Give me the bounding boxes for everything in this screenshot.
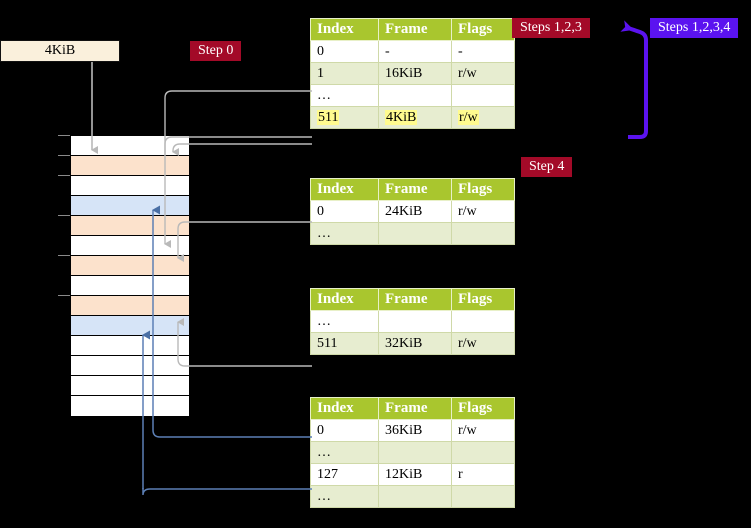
memory-row: [71, 296, 189, 316]
wire-t1-511-to-memory: [172, 143, 312, 156]
cell-index: 0: [310, 200, 379, 223]
badge-steps-1-2-3-4: Steps 1,2,3,4: [650, 18, 739, 38]
highlighted-value: 511: [317, 109, 340, 125]
memory-row: [71, 276, 189, 296]
cell-frame: 32KiB: [378, 332, 452, 355]
table-header-flags: Flags: [451, 178, 515, 201]
cell-flags: r/w: [451, 332, 515, 355]
memory-row: [71, 236, 189, 256]
table-row: …: [310, 84, 515, 107]
table-header-frame: Frame: [378, 397, 452, 420]
cell-frame: 12KiB: [378, 463, 452, 486]
table-header-index: Index: [310, 288, 379, 311]
badge-steps-1-2-3: Steps 1,2,3: [512, 18, 590, 38]
cell-frame: [378, 310, 452, 333]
cell-index: …: [310, 222, 379, 245]
memory-row: [71, 136, 189, 156]
cell-index: 0: [310, 40, 379, 63]
cell-flags: -: [451, 40, 515, 63]
cell-frame: [378, 222, 452, 245]
cell-frame: [378, 441, 452, 464]
wire-mem-to-t4-127-line: [142, 488, 312, 496]
memory-row: [71, 396, 189, 416]
table-row: …: [310, 222, 515, 245]
badge-step-0: Step 0: [190, 41, 242, 61]
highlighted-value: 4KiB: [385, 109, 418, 125]
memory-tick: [58, 215, 70, 216]
table-header-index: Index: [310, 397, 379, 420]
cell-frame: [378, 485, 452, 508]
table-row: …: [310, 310, 515, 333]
cell-flags: r/w: [451, 200, 515, 223]
cell-flags: r/w: [451, 419, 515, 442]
cell-frame: 16KiB: [378, 62, 452, 85]
cell-flags: r/w: [451, 62, 515, 85]
table-row: …: [310, 441, 515, 464]
table-header-flags: Flags: [451, 397, 515, 420]
table-row: 511 4KiB r/w: [310, 106, 515, 129]
memory-row: [71, 356, 189, 376]
memory-tick: [58, 175, 70, 176]
memory-row: [71, 376, 189, 396]
memory-row: [71, 216, 189, 236]
cell-frame: [378, 84, 452, 107]
cell-index: 511: [310, 332, 379, 355]
cell-flags: [451, 485, 515, 508]
memory-tick: [58, 155, 70, 156]
cell-index: 511: [310, 106, 379, 129]
cell-frame: 36KiB: [378, 419, 452, 442]
table-header-frame: Frame: [378, 288, 452, 311]
cell-index: 1: [310, 62, 379, 85]
badge-step-4: Step 4: [521, 157, 573, 177]
cell-index: …: [310, 84, 379, 107]
cell-flags: r/w: [451, 106, 515, 129]
cell-index: 127: [310, 463, 379, 486]
wire-purple-bracket: [620, 20, 648, 139]
cell-index: …: [310, 485, 379, 508]
memory-tick: [58, 135, 70, 136]
table-row: 0--: [310, 40, 515, 63]
memory-row: [71, 176, 189, 196]
memory-row: [71, 316, 189, 336]
memory-tick: [58, 255, 70, 256]
cell-index: …: [310, 441, 379, 464]
memory-row: [71, 196, 189, 216]
memory-row: [71, 256, 189, 276]
wire-t2-row0-to-memory: [177, 221, 312, 262]
memory-row: [71, 336, 189, 356]
cell-frame: 24KiB: [378, 200, 452, 223]
table-header-index: Index: [310, 18, 379, 41]
memory-bar-4kib: 4KiB: [0, 40, 120, 62]
cell-flags: [451, 84, 515, 107]
physical-memory-column: [70, 135, 190, 416]
table-header-frame: Frame: [378, 18, 452, 41]
cell-flags: [451, 222, 515, 245]
table-header-flags: Flags: [451, 288, 515, 311]
cell-index: 0: [310, 419, 379, 442]
cell-flags: [451, 441, 515, 464]
highlighted-value: r/w: [458, 109, 479, 125]
table-header-flags: Flags: [451, 18, 515, 41]
cell-flags: r: [451, 463, 515, 486]
memory-row: [71, 156, 189, 176]
cell-flags: [451, 310, 515, 333]
table-header-index: Index: [310, 178, 379, 201]
cell-frame: 4KiB: [378, 106, 452, 129]
memory-tick: [58, 295, 70, 296]
memory-bar-label: 4KiB: [44, 43, 76, 58]
wire-t3-511-to-memory: [177, 318, 312, 367]
table-header-frame: Frame: [378, 178, 452, 201]
table-row: …: [310, 485, 515, 508]
cell-index: …: [310, 310, 379, 333]
cell-frame: -: [378, 40, 452, 63]
